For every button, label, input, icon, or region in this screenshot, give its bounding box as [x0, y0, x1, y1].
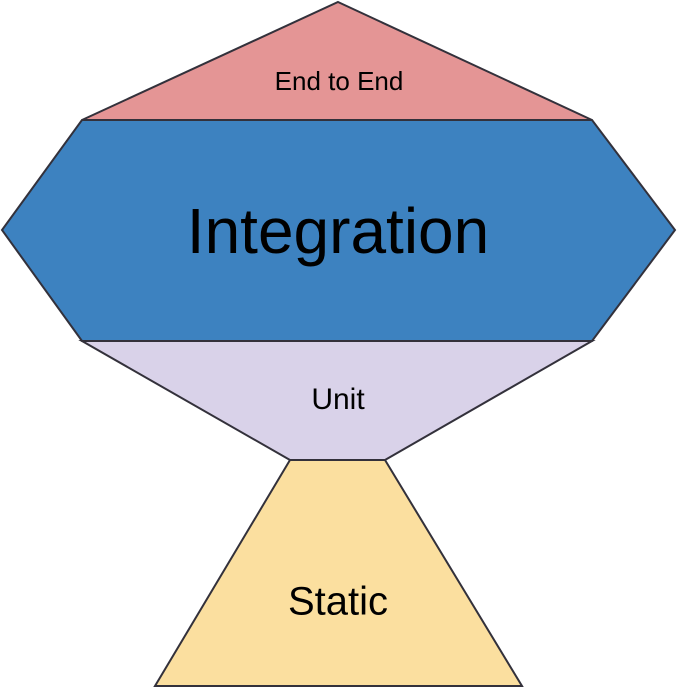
end-to-end-shape[interactable]: [81, 0, 593, 121]
end-to-end-label: End to End: [275, 66, 404, 96]
unit-label: Unit: [311, 383, 365, 416]
integration-label: Integration: [187, 195, 489, 267]
static-label: Static: [288, 580, 388, 624]
static-shape[interactable]: [153, 459, 524, 687]
